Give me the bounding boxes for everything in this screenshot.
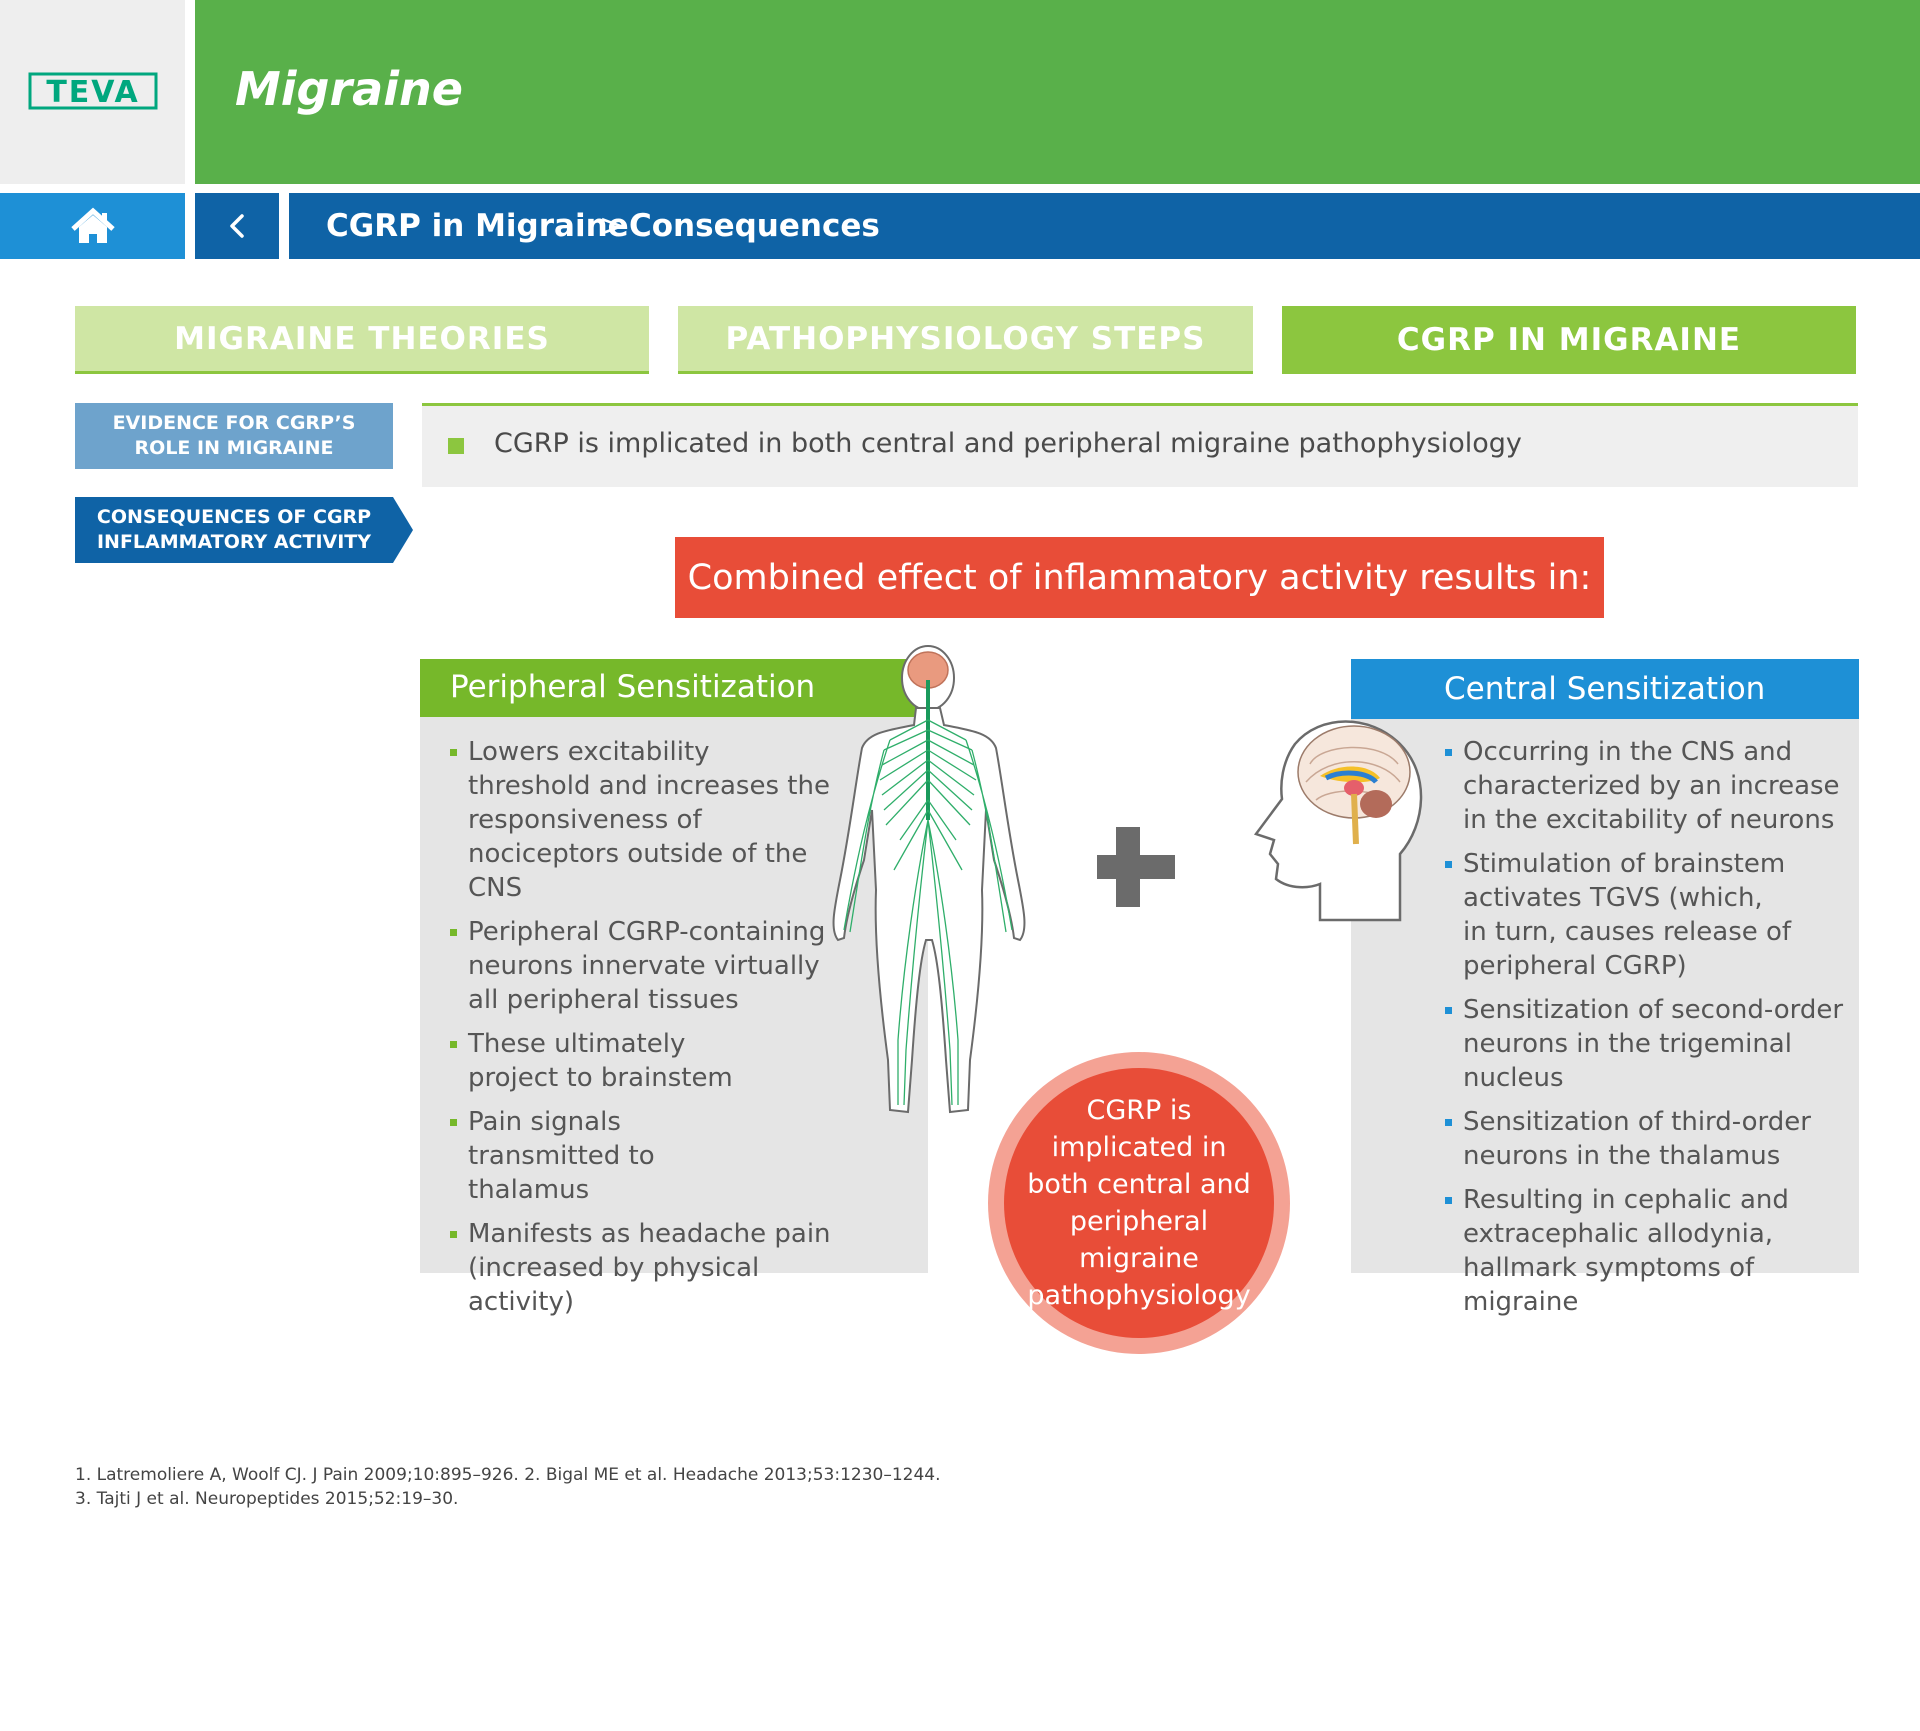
peripheral-header: Peripheral Sensitization [420, 659, 920, 717]
logo-cell: TEVA [0, 0, 185, 184]
references: 1. Latremoliere A, Woolf CJ. J Pain 2009… [75, 1463, 941, 1511]
sidenav-evidence[interactable]: EVIDENCE FOR CGRP’S ROLE IN MIGRAINE [75, 403, 393, 469]
breadcrumb-item-consequences: Consequences [629, 208, 880, 244]
statement-panel: CGRP is implicated in both central and p… [422, 403, 1858, 487]
square-bullet-icon [448, 438, 464, 454]
brain-head-figure [1253, 720, 1423, 922]
list-item: These ultimately project to brainstem [450, 1027, 768, 1095]
tab-migraine-theories[interactable]: MIGRAINE THEORIES [75, 306, 649, 374]
home-button[interactable] [0, 193, 185, 259]
central-header: Central Sensitization [1351, 659, 1859, 719]
nervous-system-figure [832, 645, 1026, 1114]
breadcrumb-separator: > [599, 208, 625, 244]
tab-cgrp-in-migraine[interactable]: CGRP IN MIGRAINE [1282, 306, 1856, 374]
peripheral-bullets: Lowers excitability threshold and increa… [450, 735, 840, 1329]
chevron-left-icon [230, 214, 244, 238]
app-title: Migraine [235, 62, 463, 116]
back-button[interactable] [195, 193, 279, 259]
reference-line-1: 1. Latremoliere A, Woolf CJ. J Pain 2009… [75, 1465, 941, 1485]
sidenav-evidence-line1: EVIDENCE FOR CGRP’S [112, 412, 356, 434]
list-item: Manifests as headache pain (increased by… [450, 1217, 840, 1319]
breadcrumb: CGRP in Migraine > Consequences [289, 193, 1920, 259]
list-item: Occurring in the CNS and characterized b… [1445, 735, 1850, 837]
tab-pathophysiology-steps[interactable]: PATHOPHYSIOLOGY STEPS [678, 306, 1253, 374]
sidenav-consequences[interactable]: CONSEQUENCES OF CGRP INFLAMMATORY ACTIVIT… [75, 497, 393, 563]
summary-circle: CGRP is implicated in both central and p… [1004, 1068, 1274, 1338]
reference-line-2: 3. Tajti J et al. Neuropeptides 2015;52:… [75, 1489, 459, 1509]
list-item: Peripheral CGRP-containing neurons inner… [450, 915, 840, 1017]
summary-circle-text: CGRP is implicated in both central and p… [1027, 1095, 1251, 1311]
central-title: Central Sensitization [1444, 671, 1766, 707]
list-item: Lowers excitability threshold and increa… [450, 735, 840, 905]
peripheral-title: Peripheral Sensitization [450, 669, 816, 705]
sidenav-active-arrow [393, 497, 413, 563]
plus-icon-bar [1097, 855, 1175, 879]
combined-effect-banner: Combined effect of inflammatory activity… [675, 537, 1604, 618]
sidenav-consequences-line1: CONSEQUENCES OF CGRP [96, 506, 372, 528]
list-item: Sensitization of third-order neurons in … [1445, 1105, 1850, 1173]
list-item: Stimulation of brainstem activates TGVS … [1445, 847, 1793, 983]
peripheral-panel [420, 659, 928, 1273]
house-icon [71, 207, 115, 243]
statement-text: CGRP is implicated in both central and p… [494, 428, 1522, 459]
list-item: Resulting in cephalic and extracephalic … [1445, 1183, 1850, 1319]
sidenav-evidence-line2: ROLE IN MIGRAINE [134, 437, 334, 459]
logo-text: TEVA [46, 75, 139, 110]
sidenav-consequences-line2: INFLAMMATORY ACTIVITY [96, 531, 372, 553]
breadcrumb-item-cgrp[interactable]: CGRP in Migraine [326, 208, 629, 244]
title-bar: Migraine [195, 0, 1920, 184]
list-item: Sensitization of second-order neurons in… [1445, 993, 1850, 1095]
teva-logo: TEVA [28, 72, 158, 110]
central-panel [1351, 659, 1859, 1273]
list-item: Pain signals transmitted to thalamus [450, 1105, 768, 1207]
central-bullets: Occurring in the CNS and characterized b… [1445, 735, 1850, 1329]
